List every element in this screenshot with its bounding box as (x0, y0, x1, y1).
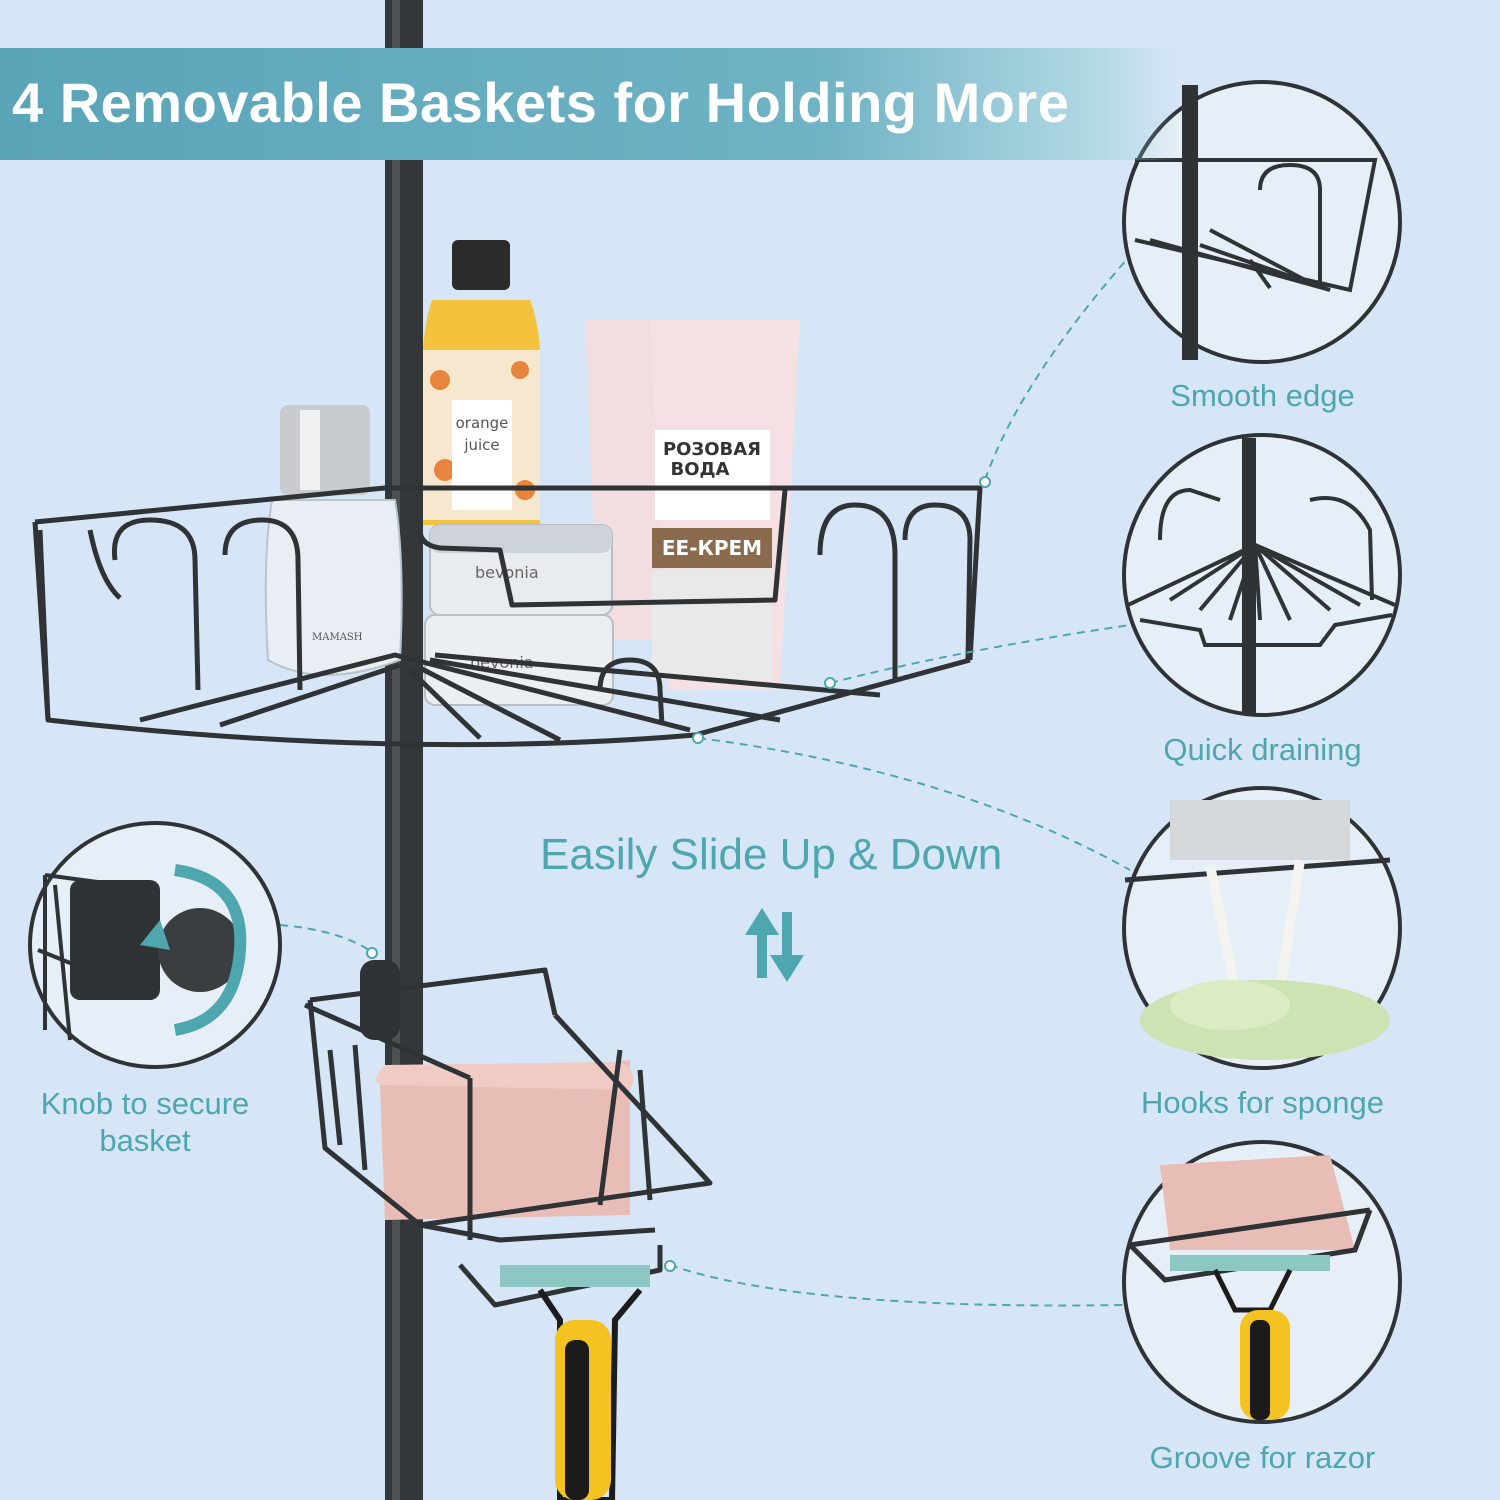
slide-feature-label: Easily Slide Up & Down (540, 830, 1003, 879)
caption-smooth-edge: Smooth edge (1170, 378, 1355, 413)
cream-tubes: РОЗОВАЯ ВОДА EE-КРЕМ (585, 320, 800, 690)
callout-dot-hooks (692, 732, 704, 744)
caption-quick-draining: Quick draining (1163, 732, 1362, 767)
leader-hooks (697, 737, 1131, 871)
page-title: 4 Removable Baskets for Holding More (12, 71, 1070, 134)
detail-circle-razor (1122, 1140, 1402, 1424)
caption-groove-for-razor: Groove for razor (1149, 1440, 1376, 1475)
leader-quick-draining (829, 624, 1131, 684)
detail-circle-hooks (1122, 786, 1402, 1070)
leader-smooth-edge (984, 249, 1136, 481)
rotate-arrow-icon (173, 864, 247, 1036)
razor (537, 1288, 643, 1500)
tension-pole (385, 0, 423, 1500)
caption-knob-line1: Knob to secure (40, 1086, 250, 1121)
orange-juice-bottle: orange juice (423, 240, 540, 525)
callout-dot-knob (366, 947, 378, 959)
soap-basket (303, 960, 713, 1308)
bottle-label-line2: juice (463, 436, 499, 454)
title-banner (0, 48, 1180, 160)
cream-jars: bevonia bevonia (424, 524, 614, 706)
corner-basket-top (32, 485, 983, 748)
caption-hooks-for-sponge: Hooks for sponge (1141, 1085, 1384, 1120)
leader-knob (279, 924, 373, 953)
tube-label-line1: РОЗОВАЯ (663, 439, 761, 460)
detail-circle-smooth-edge (1122, 80, 1402, 364)
callout-dot-razor (664, 1260, 676, 1272)
tube-label-line2: ВОДА (671, 459, 730, 480)
bottle-label-line1: orange (456, 414, 509, 432)
tube-label-line3: EE-КРЕМ (662, 536, 762, 560)
up-down-arrows-icon (745, 908, 804, 982)
callout-dot-quick-draining (824, 677, 836, 689)
caption-knob-line2: basket (99, 1123, 191, 1158)
pump-brand: MAMASH (312, 632, 363, 643)
callout-dot-smooth-edge (979, 476, 991, 488)
detail-circle-knob (28, 821, 282, 1069)
detail-circle-quick-draining (1122, 433, 1402, 717)
pump-bottle: MAMASH (264, 405, 403, 676)
leader-razor (669, 1264, 1126, 1307)
